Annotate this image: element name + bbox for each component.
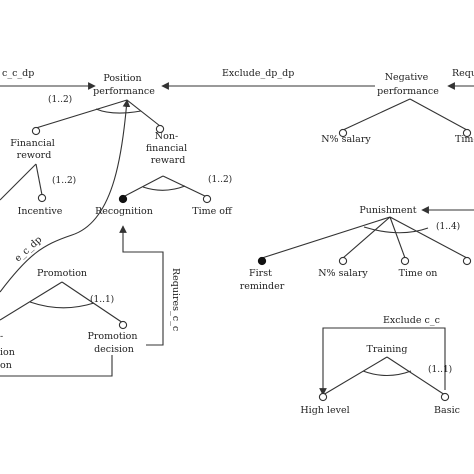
node-position-performance: Position performance xyxy=(93,73,155,97)
node-circle-negative-salary xyxy=(338,128,348,138)
node-circle-nonfinancial xyxy=(155,124,165,134)
node-circle-timeon xyxy=(400,256,410,266)
node-financial-reward: Financial reword xyxy=(10,138,58,161)
card-position-performance: (1..2) xyxy=(48,94,72,105)
exclude-dp-dp-label: Exclude_dp_dp xyxy=(222,68,294,79)
node-training: Training xyxy=(367,344,408,355)
node-recognition: Recognition xyxy=(95,206,153,217)
node-circle-incentive xyxy=(37,193,47,203)
node-circle-punishment-right xyxy=(462,256,472,266)
edge-negative-time xyxy=(409,98,468,131)
node-promotion-decision: Promotion decision xyxy=(87,331,140,355)
node-circle-promotion-decision xyxy=(118,320,128,330)
edge-promotion-left xyxy=(0,281,63,321)
node-promotion-left-partial: - ion on xyxy=(0,331,18,371)
node-n-salary-top: N% salary xyxy=(321,134,371,145)
edge-negative-salary xyxy=(342,98,411,131)
node-promotion: Promotion xyxy=(37,268,87,279)
node-incentive: Incentive xyxy=(18,206,63,217)
card-non-financial-reward: (1..2) xyxy=(208,174,232,185)
edge-nonfinancial-recognition xyxy=(122,175,164,198)
edge-punishment-reminder xyxy=(261,216,391,259)
promotion-loop-edge xyxy=(0,355,113,377)
edge-training-highlevel xyxy=(322,356,388,396)
edge-punishment-timeon xyxy=(389,216,406,259)
edge-financial-incentive xyxy=(35,163,43,196)
edge-punishment-right xyxy=(389,216,468,259)
node-circle-timeoff xyxy=(202,194,212,204)
edge-promotion-decision xyxy=(61,281,124,324)
curved-constraint-edge xyxy=(0,99,131,293)
node-punishment: Punishment xyxy=(359,205,416,216)
card-punishment: (1..4) xyxy=(436,221,460,232)
group-arc-nonfinancial xyxy=(142,185,186,191)
requires-c-c-arrow xyxy=(119,225,164,346)
node-n-salary-bottom: N% salary xyxy=(318,268,368,279)
exclude-c-c-arrow xyxy=(319,327,446,396)
card-financial-reward: (1..2) xyxy=(52,175,76,186)
group-arc-training xyxy=(362,370,412,377)
requires-c-c-label: Requires_c_c xyxy=(170,268,181,331)
requires-top-label: Requ xyxy=(452,68,474,79)
node-time-off: Time off xyxy=(192,206,233,217)
constraint-top-left-label: c_c_dp xyxy=(2,68,34,79)
edge-financial-left xyxy=(0,163,37,201)
node-negative-performance: Negative performance xyxy=(377,72,439,97)
card-training: (1..1) xyxy=(428,364,452,375)
node-non-financial-reward: Non- financial reward xyxy=(146,131,190,166)
node-circle-basic xyxy=(440,392,450,402)
group-arc-promotion xyxy=(29,301,95,309)
node-circle-highlevel xyxy=(318,392,328,402)
node-circle-punishment-salary xyxy=(338,256,348,266)
node-high-level: High level xyxy=(300,405,349,416)
edge-punishment-salary xyxy=(342,216,391,259)
node-basic: Basic xyxy=(434,405,460,416)
node-circle-financial xyxy=(31,126,41,136)
group-arc-position xyxy=(95,108,142,114)
card-promotion: (1..1) xyxy=(90,294,114,305)
edge-position-financial xyxy=(35,99,128,129)
node-first-reminder: First reminder xyxy=(240,268,285,292)
node-time-top-partial: Time xyxy=(455,134,474,145)
exclude-c-c-label: Exclude c_c xyxy=(383,315,440,326)
edge-position-nonfinancial xyxy=(126,99,161,127)
node-circle-recognition xyxy=(118,194,128,204)
node-circle-first-reminder xyxy=(257,256,267,266)
node-time-on: Time on xyxy=(399,268,438,279)
node-circle-negative-time xyxy=(462,128,472,138)
edge-training-basic xyxy=(386,356,446,396)
group-arc-punishment xyxy=(363,226,429,234)
